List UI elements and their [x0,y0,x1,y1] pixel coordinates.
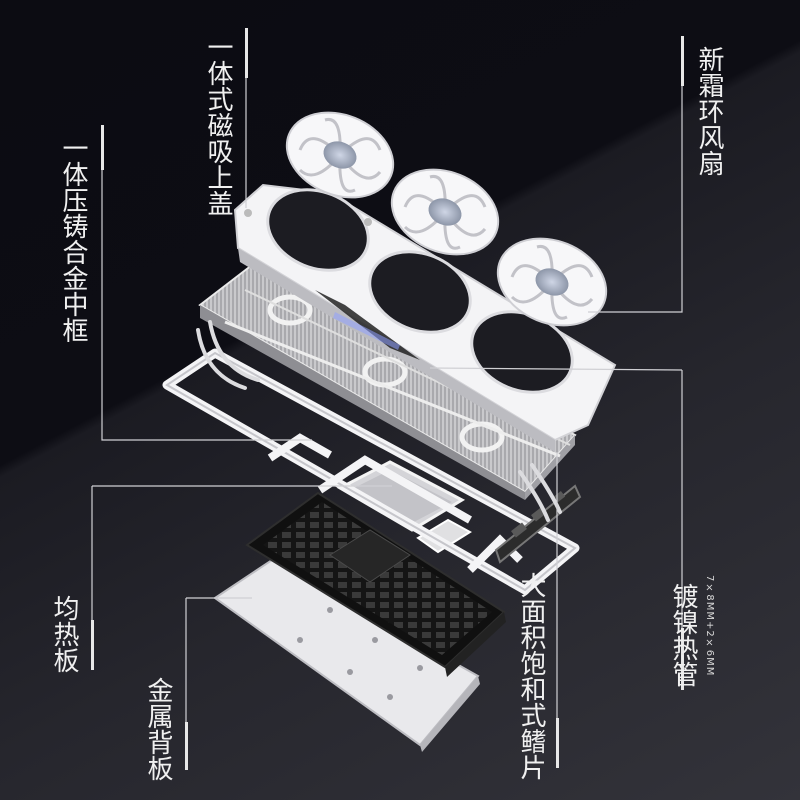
label-bar-top-cover [245,28,248,78]
vapor-chamber-plate [336,460,472,554]
metal-backplate [213,558,480,752]
label-top-cover: 一体式磁吸上盖 [203,34,233,216]
fan-1 [285,111,395,199]
label-bar-backplate [185,722,188,770]
nickel-heatpipes [196,320,562,522]
fin-heatsink [198,263,577,500]
label-bar-fins [556,718,559,768]
label-bar-vapor [91,620,94,670]
label-heatpipes: 镀镍热管 [668,583,698,687]
label-heatpipe-spec: 7×8MM+2×6MM [704,575,715,677]
alloy-middle-frame [162,348,580,595]
label-fans: 新霜环风扇 [694,46,724,176]
label-vapor-chamber: 均热板 [49,595,79,673]
fan-2 [390,168,500,256]
label-backplate: 金属背板 [143,677,173,781]
magnetic-top-shroud [233,183,617,452]
label-bar-fans [681,36,684,86]
pcb-board [245,491,506,677]
label-fins: 大面积饱和式鳍片 [516,572,546,780]
fan-3 [496,237,608,327]
label-bar-heatpipes [681,628,684,690]
label-frame: 一体压铸合金中框 [58,135,88,343]
label-bar-frame [101,125,104,170]
